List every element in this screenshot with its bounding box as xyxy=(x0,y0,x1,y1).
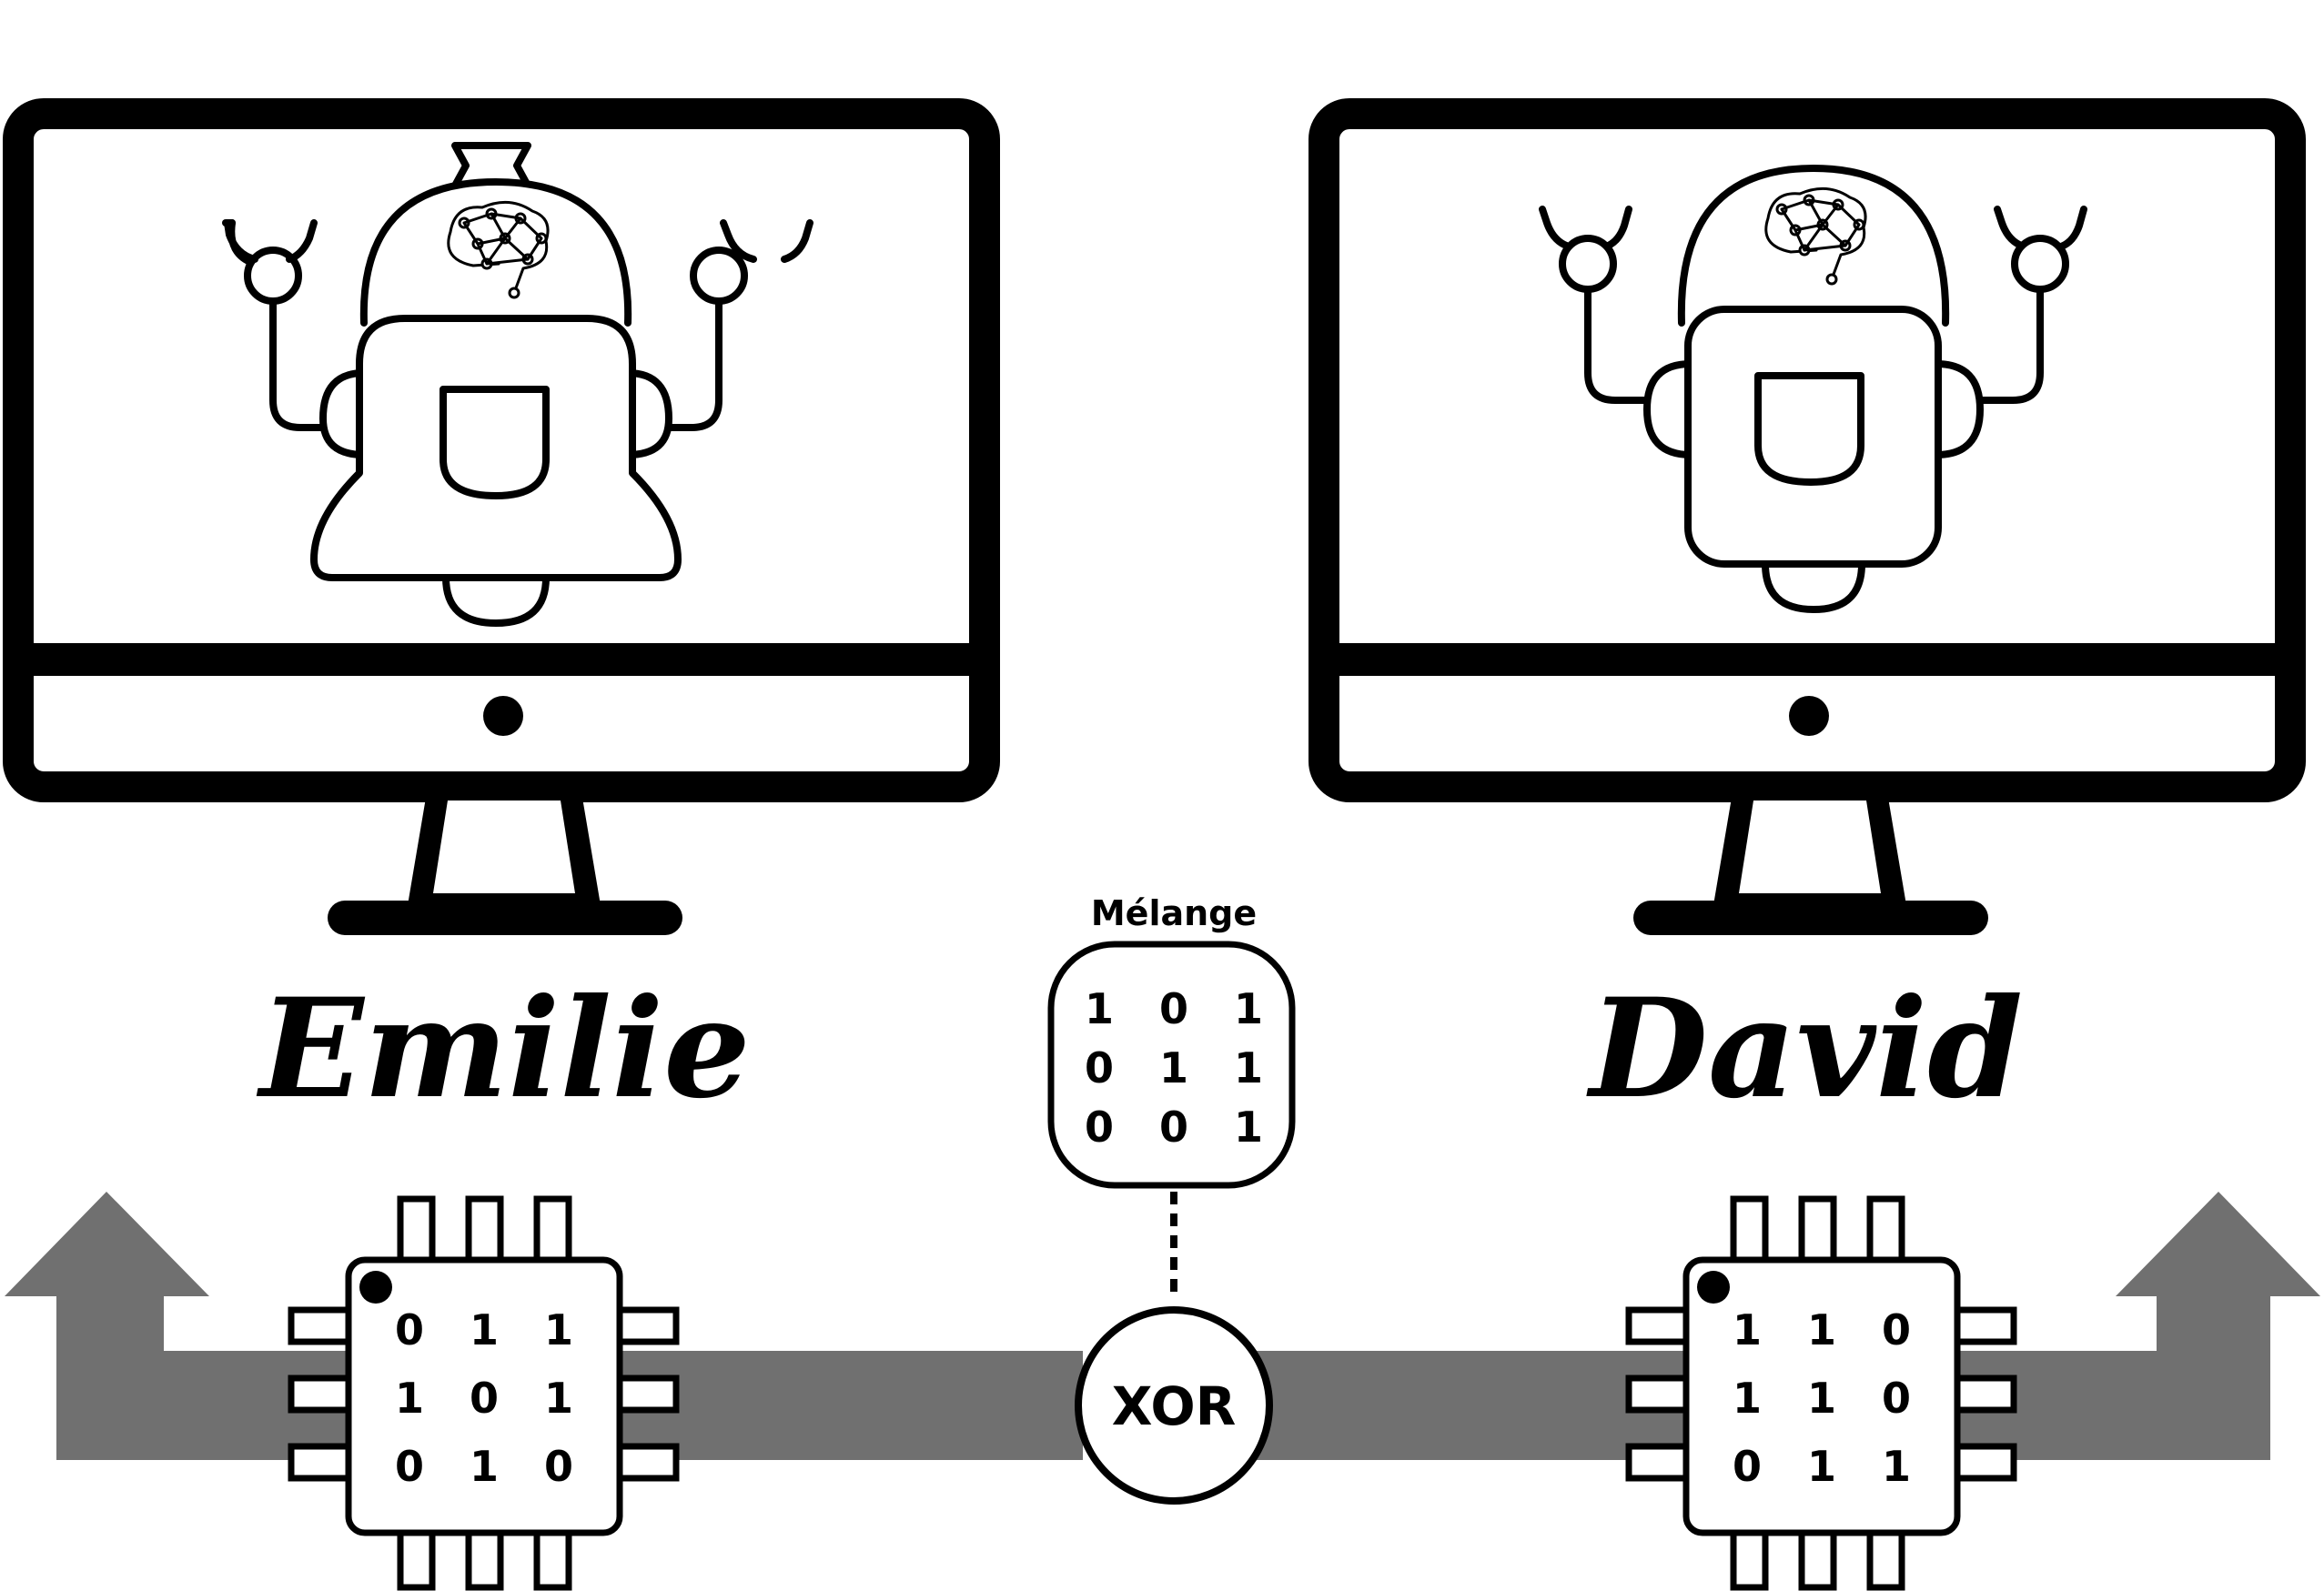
matrix-cell: 0 xyxy=(395,1442,424,1491)
agent-name-right: David xyxy=(1586,969,2023,1129)
matrix-cell: 0 xyxy=(544,1442,573,1491)
matrix-cell: 1 xyxy=(1733,1305,1762,1354)
mix-matrix-box xyxy=(1047,941,1296,1189)
matrix-cell: 0 xyxy=(1159,984,1188,1033)
matrix-cell: 1 xyxy=(1085,984,1114,1033)
neural-brain-icon xyxy=(447,200,550,299)
matrix-cell: 1 xyxy=(470,1442,499,1491)
matrix-cell: 1 xyxy=(395,1374,424,1423)
mix-label: Mélange xyxy=(1091,893,1257,933)
chip-matrix-left: 0 1 1 1 0 1 0 1 0 xyxy=(395,1305,573,1491)
matrix-cell: 0 xyxy=(1882,1305,1911,1354)
chip-matrix-right: 1 1 0 1 1 0 0 1 1 xyxy=(1733,1305,1911,1491)
matrix-cell: 0 xyxy=(1882,1374,1911,1423)
microchip-icon xyxy=(288,1195,680,1591)
monitor-icon xyxy=(1309,98,2306,935)
neural-brain-icon xyxy=(1764,186,1867,286)
matrix-cell: 1 xyxy=(1234,1103,1263,1152)
monitor-icon xyxy=(3,98,1000,935)
matrix-cell: 1 xyxy=(1807,1305,1836,1354)
matrix-cell: 0 xyxy=(1733,1442,1762,1491)
flow-band-left xyxy=(874,1351,1083,1460)
flow-band-right xyxy=(1256,1351,1592,1460)
monitor-left xyxy=(3,98,1000,935)
mix-matrix: 1 0 1 0 1 1 0 0 1 xyxy=(1085,984,1263,1152)
xor-node xyxy=(1075,1306,1273,1505)
matrix-cell: 0 xyxy=(1085,1043,1114,1093)
matrix-cell: 0 xyxy=(395,1305,424,1354)
matrix-cell: 1 xyxy=(1234,1043,1263,1093)
xor-label: XOR xyxy=(1112,1375,1237,1437)
matrix-cell: 1 xyxy=(1159,1043,1188,1093)
matrix-cell: 1 xyxy=(470,1305,499,1354)
matrix-cell: 0 xyxy=(470,1374,499,1423)
matrix-cell: 1 xyxy=(1882,1442,1911,1491)
matrix-cell: 1 xyxy=(1807,1442,1836,1491)
matrix-cell: 1 xyxy=(544,1305,573,1354)
robot-icon xyxy=(1539,165,2087,613)
matrix-cell: 1 xyxy=(1807,1374,1836,1423)
matrix-cell: 0 xyxy=(1085,1103,1114,1152)
monitor-right xyxy=(1309,98,2306,935)
matrix-cell: 1 xyxy=(1733,1374,1762,1423)
robot-icon xyxy=(222,142,813,627)
microchip-icon xyxy=(1625,1195,2017,1591)
matrix-cell: 1 xyxy=(544,1374,573,1423)
matrix-cell: 0 xyxy=(1159,1103,1188,1152)
matrix-cell: 1 xyxy=(1234,984,1263,1033)
agent-name-left: Emilie xyxy=(256,969,750,1129)
